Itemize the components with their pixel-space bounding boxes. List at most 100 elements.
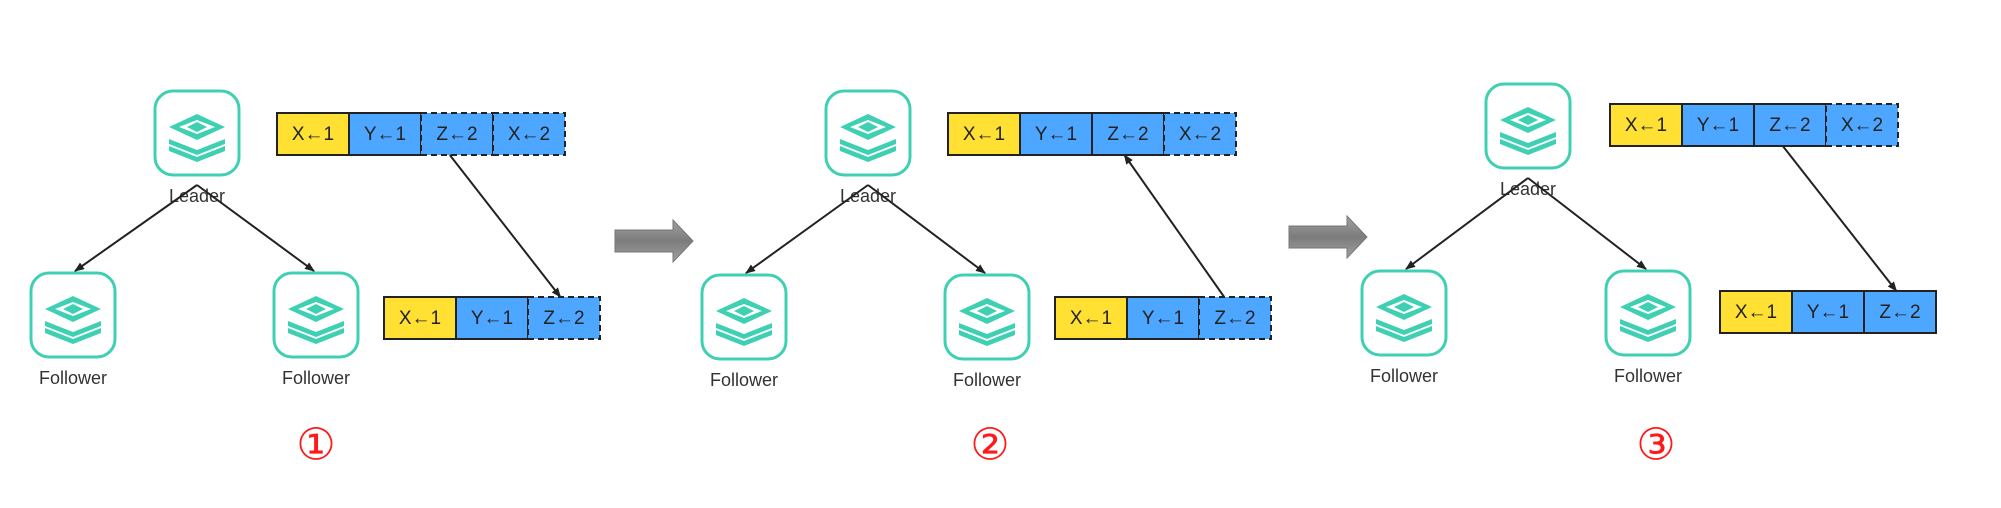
database-stack-icon — [272, 271, 360, 359]
leader-to-follower-edge — [196, 184, 315, 272]
follower-log: X←1 Y←1 Z←2 — [1719, 290, 1937, 334]
log-entry-cell — [1719, 290, 1793, 334]
log-entry-cell — [1825, 103, 1899, 147]
replication-arrow — [449, 154, 562, 298]
log-entry-label: X←2 — [508, 124, 550, 145]
disk-layer — [959, 330, 1015, 346]
log-entry-label: X←2 — [1841, 115, 1883, 136]
disk-layer — [840, 139, 896, 155]
database-stack-icon — [824, 89, 912, 177]
log-entry-cell — [1681, 103, 1755, 147]
disk-top-core — [858, 122, 878, 132]
disk-top-core — [306, 304, 326, 314]
log-entry-label: Z←2 — [436, 124, 477, 145]
replication-arrow — [1782, 145, 1898, 292]
leader-to-follower-edge — [867, 184, 986, 274]
log-entry-cell — [383, 296, 457, 340]
log-entry-label: Y←1 — [471, 308, 513, 329]
log-entry-label: X←1 — [1735, 302, 1777, 323]
disk-layer — [716, 323, 772, 339]
log-entry-label: Y←1 — [1142, 308, 1184, 329]
step-number: ③ — [1636, 421, 1675, 470]
database-stack-icon — [1360, 269, 1448, 357]
disk-layer — [1500, 132, 1556, 148]
follower-log: X←1 Y←1 Z←2 — [383, 296, 601, 340]
database-stack-icon — [1604, 269, 1692, 357]
step-number: ② — [970, 421, 1009, 470]
disk-layer — [1620, 326, 1676, 342]
log-entry-cell — [455, 296, 529, 340]
disk-layer — [169, 139, 225, 155]
follower-log: X←1 Y←1 Z←2 — [1054, 296, 1272, 340]
log-entry-cell — [1163, 112, 1237, 156]
database-stack-icon — [1484, 82, 1572, 170]
log-entry-label: Y←1 — [364, 124, 406, 145]
log-entry-cell — [1791, 290, 1865, 334]
disk-top-core — [187, 122, 207, 132]
disk-layer — [169, 146, 225, 162]
leader-label: Leader — [1500, 179, 1556, 199]
ack-arrow — [1123, 154, 1226, 298]
log-entry-label: X←1 — [1070, 308, 1112, 329]
log-entry-cell — [1019, 112, 1093, 156]
disk-top-core — [1638, 302, 1658, 312]
transition-arrow-shape — [1288, 214, 1368, 260]
leader-log: X←1 Y←1 Z←2 X←2 — [276, 112, 566, 156]
log-entry-cell — [1863, 290, 1937, 334]
log-entry-cell — [1054, 296, 1128, 340]
disk-top-core — [1394, 302, 1414, 312]
log-entry-cell — [1198, 296, 1272, 340]
disk-layer — [1500, 139, 1556, 155]
disk-layer — [1376, 319, 1432, 335]
database-stack-icon — [943, 273, 1031, 361]
disk-layer — [1620, 319, 1676, 335]
log-entry-label: Z←2 — [1214, 308, 1255, 329]
log-entry-label: Z←2 — [543, 308, 584, 329]
log-entry-label: X←1 — [963, 124, 1005, 145]
database-stack-icon — [153, 89, 241, 177]
database-stack-icon — [29, 271, 117, 359]
leader-to-follower-edge — [745, 184, 869, 274]
disk-layer — [45, 321, 101, 337]
log-entry-label: Z←2 — [1879, 302, 1920, 323]
log-entry-label: X←1 — [292, 124, 334, 145]
follower-label: Follower — [39, 368, 107, 388]
log-entry-label: X←1 — [399, 308, 441, 329]
follower-label: Follower — [282, 368, 350, 388]
disk-layer — [716, 330, 772, 346]
log-entry-label: X←1 — [1625, 115, 1667, 136]
follower-label: Follower — [710, 370, 778, 390]
database-stack-icon — [700, 273, 788, 361]
disk-top-core — [977, 306, 997, 316]
follower-label: Follower — [1614, 366, 1682, 386]
log-entry-label: Y←1 — [1807, 302, 1849, 323]
disk-top-core — [1518, 115, 1538, 125]
log-entry-label: Y←1 — [1697, 115, 1739, 136]
disk-layer — [288, 321, 344, 337]
disk-layer — [840, 146, 896, 162]
log-entry-label: X←2 — [1179, 124, 1221, 145]
leader-to-follower-edge — [1405, 177, 1529, 270]
step-number: ① — [296, 421, 335, 470]
log-entry-cell — [947, 112, 1021, 156]
leader-label: Leader — [169, 186, 225, 206]
log-entry-cell — [492, 112, 566, 156]
disk-layer — [959, 323, 1015, 339]
log-entry-cell — [420, 112, 494, 156]
log-entry-label: Y←1 — [1035, 124, 1077, 145]
disk-layer — [45, 328, 101, 344]
leader-to-follower-edge — [1527, 177, 1647, 270]
log-entry-cell — [527, 296, 601, 340]
right-arrow-icon — [1288, 214, 1368, 260]
disk-layer — [1376, 326, 1432, 342]
right-arrow-icon — [614, 218, 694, 264]
log-entry-cell — [1753, 103, 1827, 147]
log-entry-cell — [1126, 296, 1200, 340]
